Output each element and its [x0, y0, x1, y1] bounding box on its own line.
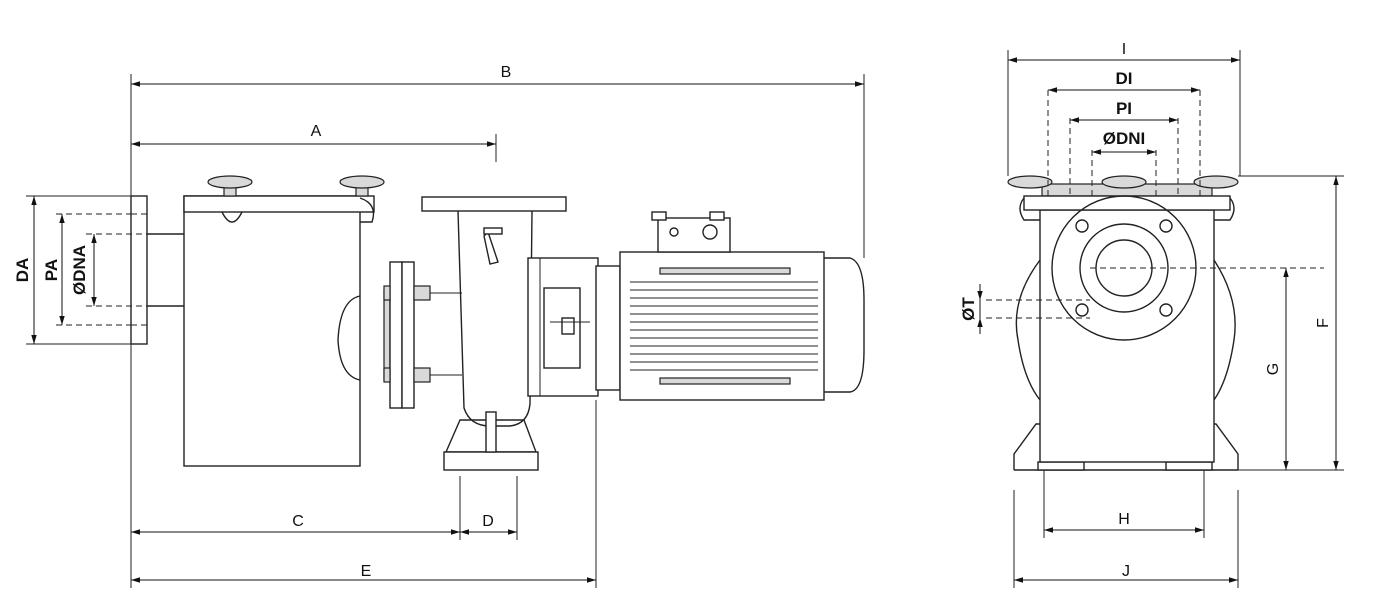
coupling-flange-a — [389, 261, 403, 409]
strainer-housing — [183, 195, 361, 467]
inlet-flange — [130, 195, 148, 345]
label-T: ØT — [959, 297, 978, 321]
label-B: B — [501, 64, 512, 81]
label-A: A — [311, 123, 322, 140]
motor-fan-cover — [824, 257, 865, 393]
strainer-lid — [183, 195, 375, 213]
coupling-flange-b — [401, 261, 415, 409]
label-DNA: ØDNA — [70, 245, 89, 295]
knob-front-right — [1193, 175, 1239, 189]
pump-casing — [457, 210, 533, 427]
lid-knob-left — [207, 175, 253, 197]
discharge-flange — [421, 196, 567, 212]
label-DNI: ØDNI — [1103, 129, 1146, 148]
label-G: G — [1265, 363, 1282, 375]
front-view — [986, 90, 1324, 471]
terminal-box — [657, 217, 731, 253]
side-view-labels: B A C D E DA PA ØDNA — [13, 64, 511, 580]
side-view-dimensions — [26, 74, 865, 588]
label-PA: PA — [42, 259, 61, 281]
label-PI: PI — [1116, 99, 1132, 118]
label-I: I — [1122, 41, 1126, 58]
front-view-labels: I DI PI ØDNI H J F G ØT — [959, 41, 1332, 580]
label-E: E — [361, 563, 372, 580]
lid-knob-right — [339, 175, 385, 197]
label-C: C — [292, 513, 304, 530]
connection-bulge — [337, 295, 361, 381]
label-DI: DI — [1116, 69, 1133, 88]
front-view-dimensions — [977, 50, 1344, 588]
motor-body — [619, 251, 825, 401]
pump-body-front — [1039, 209, 1215, 463]
motor-fins — [630, 267, 818, 385]
side-view — [130, 175, 865, 471]
label-DA: DA — [13, 258, 32, 283]
knob-front-center — [1101, 175, 1147, 189]
label-D: D — [482, 513, 494, 530]
label-H: H — [1118, 511, 1130, 528]
label-J: J — [1122, 563, 1130, 580]
knob-front-left — [1007, 175, 1053, 189]
label-F: F — [1315, 318, 1332, 328]
lid-front — [1023, 195, 1231, 211]
